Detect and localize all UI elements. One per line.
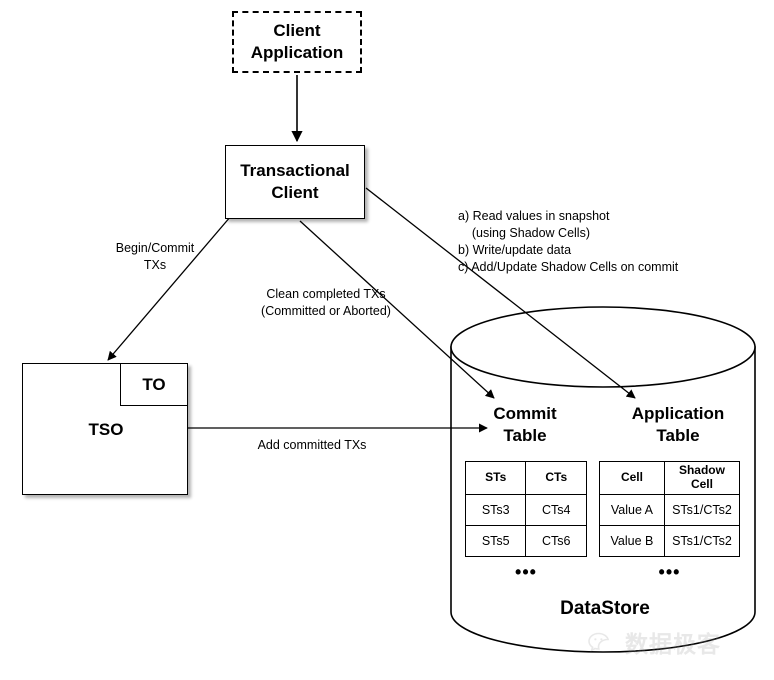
application-cell-shadow: STs1/CTs2 [663,494,741,526]
application-table-title: Application Table [608,403,748,447]
commit-header-sts: STs [464,461,527,495]
application-header-shadow-line1: Shadow [678,463,725,478]
commit-cell-cts: CTs4 [525,494,587,526]
client-application-box[interactable]: Client Application [232,11,362,73]
table-row: STs5 CTs6 [464,525,587,557]
commit-table-title: Commit Table [470,403,580,447]
edge-txnclient-to-committable [299,220,495,399]
commit-table: STs CTs STs3 CTs4 STs5 CTs6 [464,461,587,557]
application-table: Cell Shadow Cell Value A STs1/CTs2 Value… [599,461,741,557]
commit-header-cts: CTs [525,461,587,495]
application-cell-value: Value A [599,494,665,526]
edge-txnclient-to-applicationtable [365,187,636,399]
application-header-shadow-line2: Cell [690,477,713,491]
to-box[interactable]: TO [120,363,188,406]
client-application-label-line2: Application [250,43,344,62]
edge-label-begin-commit: Begin/Commit TXs [115,241,195,272]
application-table-more-indicator: ••• [658,562,681,582]
application-header-shadow-cell: Shadow Cell [663,461,741,495]
transactional-client-label-line2: Client [271,183,319,202]
table-header-row: Cell Shadow Cell [599,461,741,495]
application-header-cell: Cell [599,461,665,495]
table-row: STs3 CTs4 [464,494,587,526]
table-header-row: STs CTs [464,461,587,495]
application-cell-value: Value B [599,525,665,557]
commit-cell-cts: CTs6 [525,525,587,557]
edge-label-add-committed: Add committed TXs [257,438,367,452]
datastore-label: DataStore [560,598,650,619]
application-cell-shadow: STs1/CTs2 [663,525,741,557]
to-label: TO [142,374,166,394]
table-row: Value A STs1/CTs2 [599,494,741,526]
tso-label: TSO [88,420,124,439]
commit-table-title-line2: Table [503,425,547,445]
edge-label-clean-completed: Clean completed TXs (Committed or Aborte… [261,287,391,318]
application-table-title-line1: Application [631,404,725,423]
commit-table-title-line1: Commit [493,404,557,423]
tso-box[interactable]: TO TSO [22,363,188,495]
edge-label-read-write: a) Read values in snapshot (using Shadow… [458,209,679,274]
commit-table-more-indicator: ••• [515,562,537,582]
commit-cell-sts: STs5 [464,525,527,557]
commit-cell-sts: STs3 [464,494,527,526]
application-table-title-line2: Table [656,425,700,445]
client-application-label-line1: Client [273,21,321,41]
transactional-client-box[interactable]: Transactional Client [225,145,365,219]
edge-txnclient-to-tso [107,215,232,361]
transactional-client-label-line1: Transactional [240,161,350,181]
table-row: Value B STs1/CTs2 [599,525,741,557]
